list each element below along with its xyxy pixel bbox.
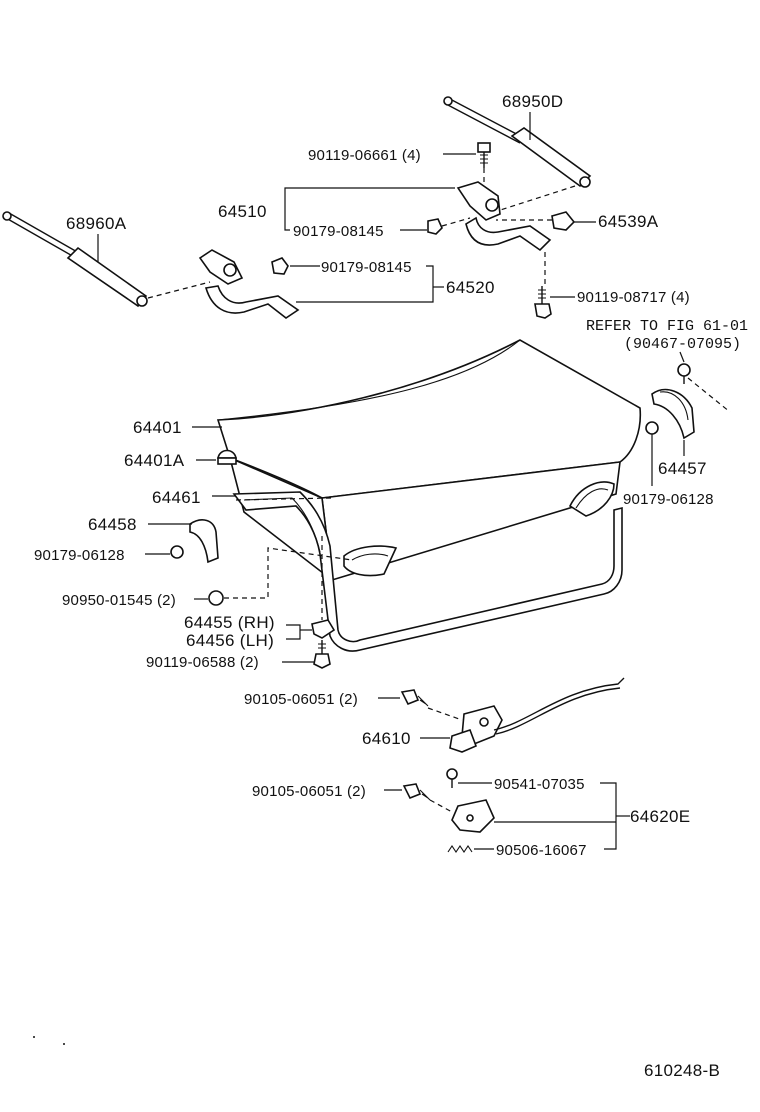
dash-strut-to-hinge: [487, 185, 576, 215]
screw-90541-07035: [446, 768, 458, 788]
label-64457: 64457: [658, 459, 707, 478]
label-64458: 64458: [88, 515, 137, 534]
label-90950-01545: 90950-01545 (2): [62, 592, 176, 609]
label-64455: 64455 (RH): [184, 613, 275, 632]
clip-90467-07095: [677, 363, 691, 384]
label-90119-06588: 90119-06588 (2): [146, 654, 259, 671]
gas-strut-68960a: [2, 211, 148, 308]
spring-90506-16067: [447, 845, 473, 853]
bracket-64455-64456: [311, 619, 336, 639]
cushion-64458: [189, 519, 219, 564]
label-64620e: 64620E: [630, 807, 690, 826]
label-90179-06128-r: 90179-06128: [623, 491, 714, 508]
trunk-lid-64401: [216, 339, 642, 582]
label-68960a: 68960A: [66, 214, 127, 233]
lock-64610: [449, 705, 503, 753]
bolt-90105-06051-a: [400, 689, 429, 707]
figure-code: 610248-B: [644, 1061, 720, 1080]
label-90179-08145-a: 90179-08145: [293, 223, 384, 240]
cap-64401a: [217, 449, 237, 465]
bolt-90119-06661: [477, 142, 491, 168]
label-64401a: 64401A: [124, 451, 185, 470]
clip-64539a: [551, 211, 576, 231]
bumper-90950-01545: [208, 590, 224, 606]
nut-90179-06128-l: [170, 545, 184, 559]
nut-90179-08145-a: [427, 218, 443, 235]
cushion-64457: [651, 388, 695, 440]
label-64456: 64456 (LH): [186, 631, 274, 650]
label-refer-part: (90467-07095): [624, 336, 741, 353]
label-64520: 64520: [446, 278, 495, 297]
label-90105-06051-b: 90105-06051 (2): [252, 783, 366, 800]
label-64610: 64610: [362, 729, 411, 748]
label-90179-06128-l: 90179-06128: [34, 547, 125, 564]
weatherstrip-64461: [232, 491, 623, 652]
hinge-64520: [198, 249, 300, 319]
label-64510: 64510: [218, 202, 267, 221]
striker-64620e: [451, 799, 495, 833]
label-68950d: 68950D: [502, 92, 563, 111]
nut-90179-08145-b: [271, 257, 289, 275]
label-refer-fig: REFER TO FIG 61-01: [586, 318, 748, 335]
label-64401: 64401: [133, 418, 182, 437]
lock-cable: [493, 677, 625, 731]
bolt-90119-08717: [534, 286, 552, 319]
label-90179-08145-b: 90179-08145: [321, 259, 412, 276]
hinge-64510: [456, 181, 552, 252]
label-90105-06051-a: 90105-06051 (2): [244, 691, 358, 708]
label-90119-08717: 90119-08717 (4): [577, 289, 690, 306]
label-90506-16067: 90506-16067: [496, 842, 587, 859]
bolt-90105-06051-b: [402, 783, 431, 801]
bolt-90119-06588: [313, 640, 331, 669]
label-90119-06661: 90119-06661 (4): [308, 147, 421, 164]
gas-strut-68950d: [443, 96, 592, 188]
label-90541-07035: 90541-07035: [494, 776, 585, 793]
label-64539a: 64539A: [598, 212, 659, 231]
label-64461: 64461: [152, 488, 201, 507]
nut-90179-06128-r: [645, 421, 659, 435]
